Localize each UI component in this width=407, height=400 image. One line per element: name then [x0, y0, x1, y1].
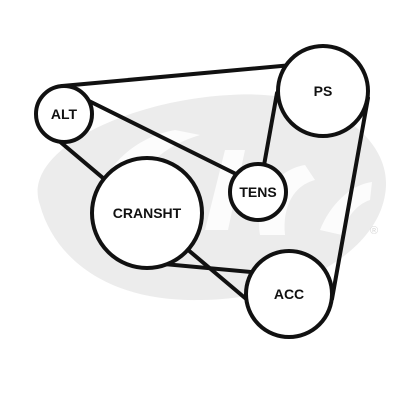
- pulley-acc: ACC: [244, 249, 334, 339]
- pulley-alt: ALT: [34, 84, 94, 144]
- belt-segment-alt-tens: [85, 98, 242, 178]
- pulley-tens-label: TENS: [239, 184, 276, 200]
- pulley-acc-label: ACC: [274, 286, 304, 302]
- belt-segment-alt-ps: [60, 60, 327, 88]
- pulley-ps-label: PS: [314, 83, 333, 99]
- pulley-cransht-label: CRANSHT: [113, 205, 182, 221]
- svg-text:®: ®: [370, 225, 378, 237]
- pulley-alt-label: ALT: [51, 106, 78, 122]
- pulley-ps: PS: [276, 44, 370, 138]
- belt-segment-ps-acc: [330, 96, 370, 301]
- pulley-cransht: CRANSHT: [90, 156, 204, 270]
- pulley-tens: TENS: [228, 162, 288, 222]
